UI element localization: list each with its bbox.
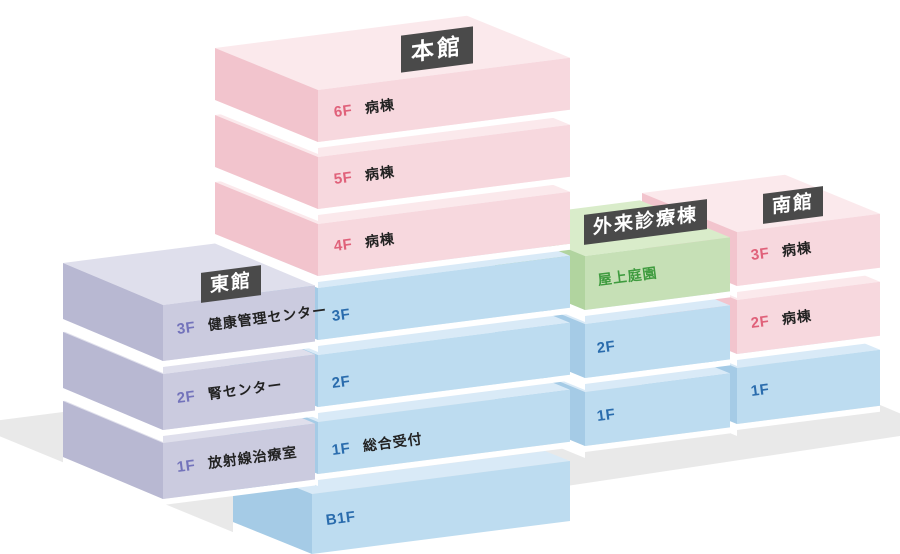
floor-number: 4F	[332, 235, 354, 255]
floor-number: 5F	[332, 168, 354, 188]
higashikan-0-gap-side	[63, 457, 163, 511]
honkan-2-gap-side	[215, 100, 318, 154]
floor-label-gairai-1f: 1F	[596, 405, 626, 427]
honkan-0-side	[215, 182, 318, 276]
higashikan-1-side	[63, 332, 163, 430]
honkan-1-side	[215, 115, 318, 209]
minamikan-1-gap-front	[737, 335, 880, 360]
floor-number: 2F	[595, 337, 617, 357]
honkan-0-gap-side	[215, 234, 318, 288]
floor-number: 2F	[175, 387, 197, 407]
chuo-b1f-0-top	[287, 451, 570, 494]
floor-name: 病棟	[363, 163, 396, 183]
gairai-2-gap-front	[585, 291, 730, 316]
gairai-1-gap-front	[585, 359, 730, 384]
floor-number: 1F	[330, 439, 352, 459]
higashikan-1-gap-front	[163, 410, 315, 436]
floor-name: 病棟	[363, 230, 396, 250]
floor-number: 6F	[332, 101, 354, 121]
floor-label-gairai-2f: 2F	[596, 337, 626, 359]
floor-number: 1F	[595, 405, 617, 425]
chuo-2-gap-front	[318, 307, 570, 346]
chuo-0-gap-front	[318, 441, 570, 480]
minamikan-0-front	[737, 349, 880, 424]
floor-number: 3F	[749, 244, 771, 264]
higashikan-0-front	[163, 423, 315, 499]
honkan-2-side	[215, 48, 318, 142]
honkan-2-front	[318, 57, 570, 143]
honkan-2-top	[215, 15, 570, 91]
gairai-0-front	[585, 373, 730, 446]
higashikan-2-gap-front	[163, 341, 315, 367]
honkan-0-gap-front	[318, 243, 570, 282]
honkan-1-gap-front	[318, 176, 570, 215]
floor-number: 2F	[330, 372, 352, 392]
floor-number: 3F	[330, 305, 352, 325]
higashikan-2-front	[163, 285, 315, 361]
honkan-1-gap-side	[215, 167, 318, 221]
honkan-0-front	[318, 191, 570, 276]
higashikan-0-gap-front	[163, 479, 315, 505]
gairai-2-front	[585, 237, 730, 310]
higashikan-1-gap-side	[63, 388, 163, 442]
floor-label-chuo-2f: 2F	[331, 372, 361, 394]
floor-number: 2F	[749, 312, 771, 332]
minamikan-2-gap-front	[737, 267, 880, 292]
chuo-1-front	[318, 322, 570, 407]
floor-number: 1F	[749, 380, 771, 400]
minamikan-1-front	[737, 281, 880, 354]
chuo-b1f-0-front	[312, 461, 570, 554]
honkan-1-front	[318, 124, 570, 209]
chuo-2-front	[318, 255, 570, 340]
floor-name: 病棟	[363, 96, 396, 116]
floor-label-minamikan-1f: 1F	[750, 380, 780, 402]
higashikan-0-side	[63, 401, 163, 499]
floor-number: 1F	[175, 456, 197, 476]
floor-number: B1F	[324, 508, 357, 529]
floor-label-chuo-3f: 3F	[331, 305, 361, 327]
floor-name: 病棟	[780, 239, 813, 259]
minamikan-0-gap-front	[737, 405, 880, 430]
minamikan-2-front	[737, 213, 880, 286]
chuo-0-front	[318, 389, 570, 474]
chuo-1-gap-front	[318, 374, 570, 413]
floor-number: 3F	[175, 318, 197, 338]
minamikan-2-top	[642, 174, 880, 232]
gairai-0-gap-front	[585, 427, 730, 452]
floor-name: 病棟	[780, 307, 813, 327]
gairai-1-front	[585, 305, 730, 378]
higashikan-2-gap-side	[63, 319, 163, 373]
higashikan-2-side	[63, 263, 163, 361]
higashikan-1-front	[163, 354, 315, 430]
honkan-2-gap-front	[318, 109, 570, 148]
